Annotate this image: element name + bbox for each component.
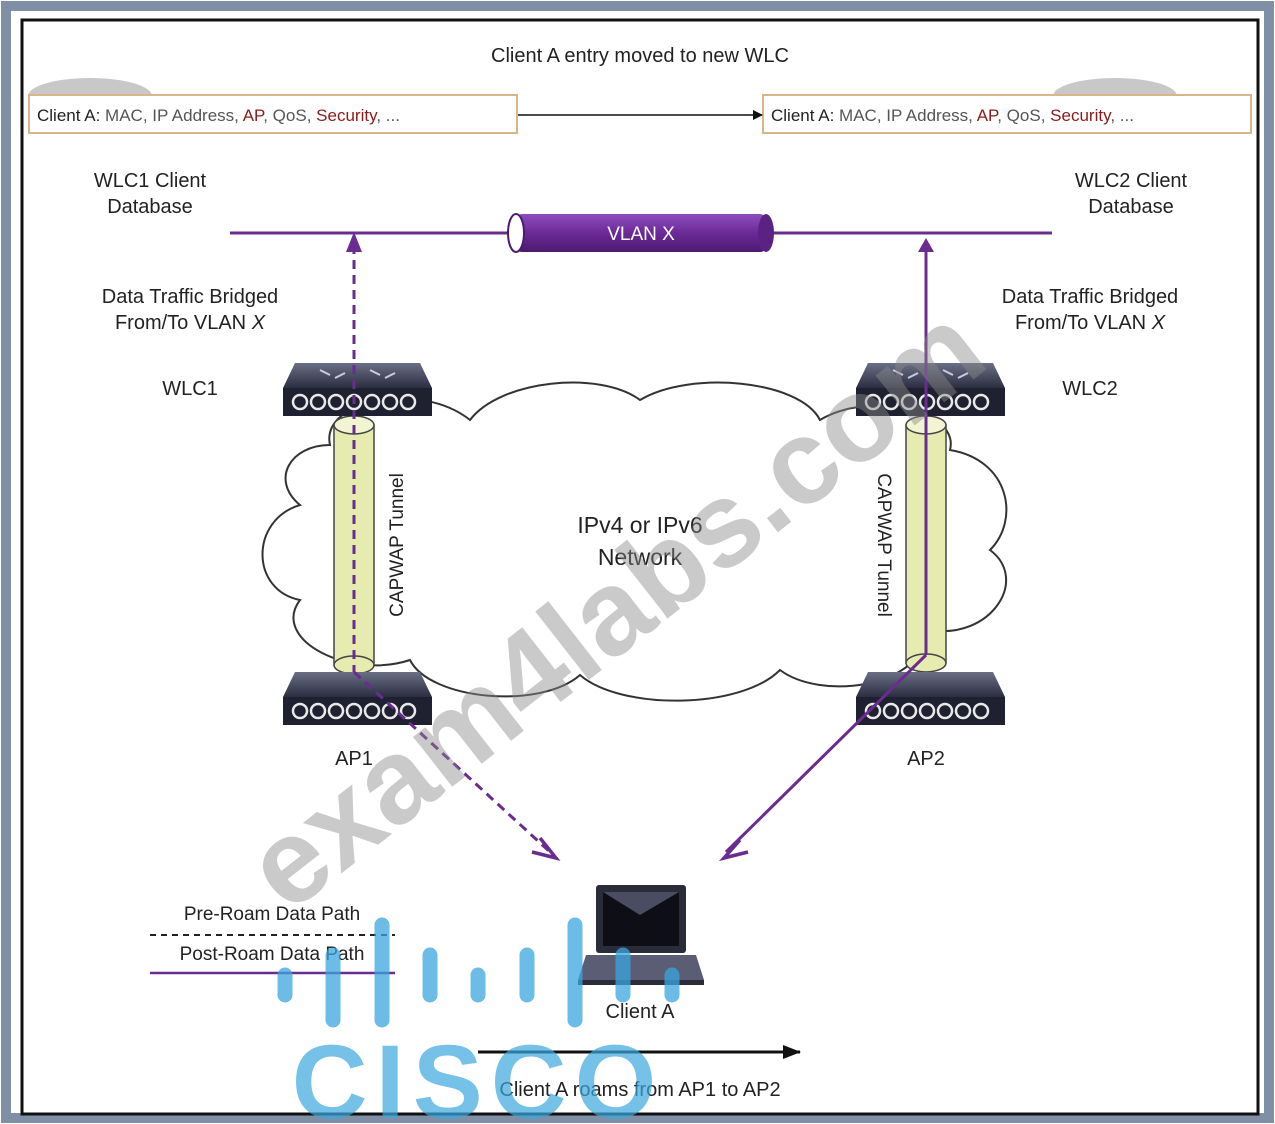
client-label: Client A [606, 1001, 676, 1023]
wlc1-db-entry [28, 94, 518, 134]
wlc2-device [856, 363, 1005, 416]
wlc1-db-label-1: WLC1 Client [94, 170, 207, 192]
bridged-right-2: From/To VLAN X [1015, 312, 1166, 334]
wlc2-db-text: Client A: MAC, IP Address, AP, QoS, Secu… [771, 106, 1134, 125]
ap1-label: AP1 [335, 748, 373, 770]
post-roam-path [724, 245, 928, 854]
pre-roam-arrowhead-up [346, 232, 362, 252]
wlc2-db-entry [762, 94, 1252, 134]
cisco-logo: CISCO [277, 917, 680, 1124]
wlc2-label: WLC2 [1062, 378, 1118, 400]
wlc2-db-label-2: Database [1088, 196, 1174, 218]
wlc1-db-label-2: Database [107, 196, 193, 218]
bridged-right-1: Data Traffic Bridged [1002, 286, 1178, 308]
roam-label: Client A roams from AP1 to AP2 [499, 1079, 780, 1101]
diagram-title: Client A entry moved to new WLC [491, 45, 789, 67]
post-roam-arrowhead-up [918, 238, 934, 252]
capwap-label-left: CAPWAP Tunnel [387, 473, 408, 617]
wlc1-device [283, 363, 432, 416]
post-roam-arrowhead-client [718, 838, 749, 862]
pre-roam-path [352, 245, 552, 854]
ap2-device [856, 672, 1005, 725]
legend-pre-roam-label: Pre-Roam Data Path [184, 904, 360, 925]
bridged-left-2: From/To VLAN X [115, 312, 266, 334]
vlan-label: VLAN X [607, 224, 675, 245]
wlc1-label: WLC1 [162, 378, 218, 400]
legend-post-roam-label: Post-Roam Data Path [180, 944, 365, 965]
vlan-pipe-start [507, 213, 525, 253]
capwap-label-right: CAPWAP Tunnel [873, 473, 894, 617]
network-label-2: Network [598, 544, 683, 570]
ap1-device [283, 672, 432, 725]
pre-roam-arrowhead-client [531, 836, 561, 861]
ap2-label: AP2 [907, 748, 945, 770]
laptop-icon [578, 885, 704, 985]
wlc1-db-text: Client A: MAC, IP Address, AP, QoS, Secu… [37, 106, 400, 125]
vlan-pipe [516, 214, 766, 252]
svg-text:CISCO: CISCO [292, 1024, 665, 1124]
vlan-pipe-end [758, 214, 774, 252]
network-label-1: IPv4 or IPv6 [577, 512, 702, 538]
bridged-left-1: Data Traffic Bridged [102, 286, 278, 308]
wlc2-db-label-1: WLC2 Client [1075, 170, 1188, 192]
